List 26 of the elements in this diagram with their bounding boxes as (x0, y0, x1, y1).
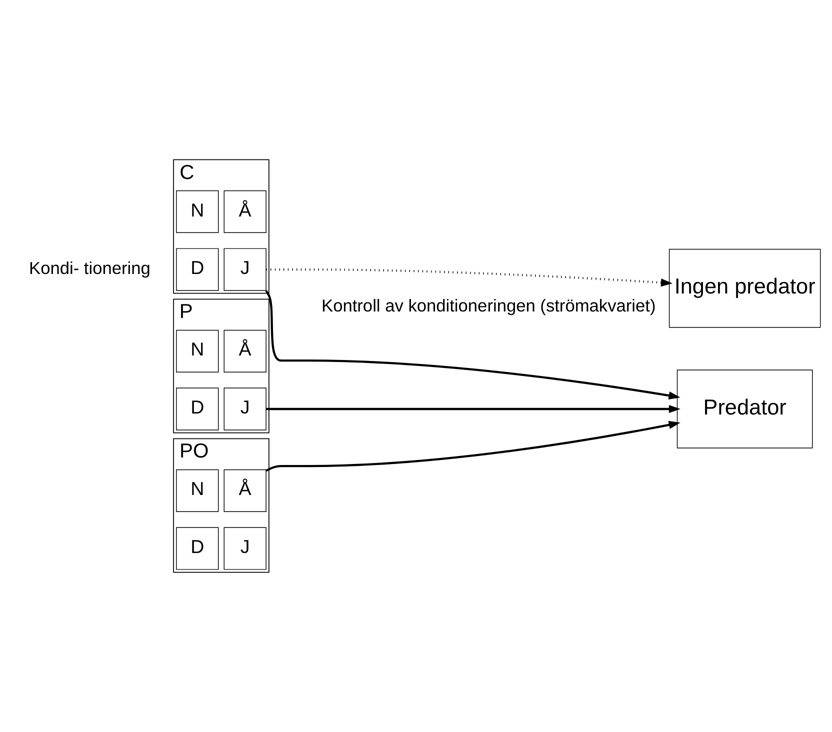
node-box: D (176, 527, 219, 570)
label: Kontroll av konditioneringen (strömakvariet) (322, 296, 656, 316)
cluster (173, 298, 270, 434)
node-label: PO (180, 440, 209, 463)
node-box: D (176, 248, 219, 291)
node-box: Å (224, 469, 266, 512)
arrow (266, 404, 681, 414)
node-box: Å (224, 190, 266, 234)
cluster (173, 438, 270, 573)
node-box: Predator (676, 370, 813, 448)
node-box: J (224, 527, 266, 570)
node-box: Ingen predator (668, 248, 821, 328)
label: Kondi- tionering (29, 258, 150, 278)
node-label: P (179, 301, 193, 324)
arrow (266, 420, 680, 472)
cluster (173, 159, 270, 294)
node-box: J (224, 388, 266, 430)
node-label: C (180, 162, 194, 184)
node-box: N (176, 469, 219, 512)
node-box: D (176, 388, 219, 430)
node-box: N (176, 190, 219, 234)
node-box: J (224, 248, 266, 291)
node-box: Å (224, 330, 266, 372)
node-box: N (176, 330, 219, 372)
arrow (265, 290, 680, 400)
arrow (266, 268, 673, 287)
